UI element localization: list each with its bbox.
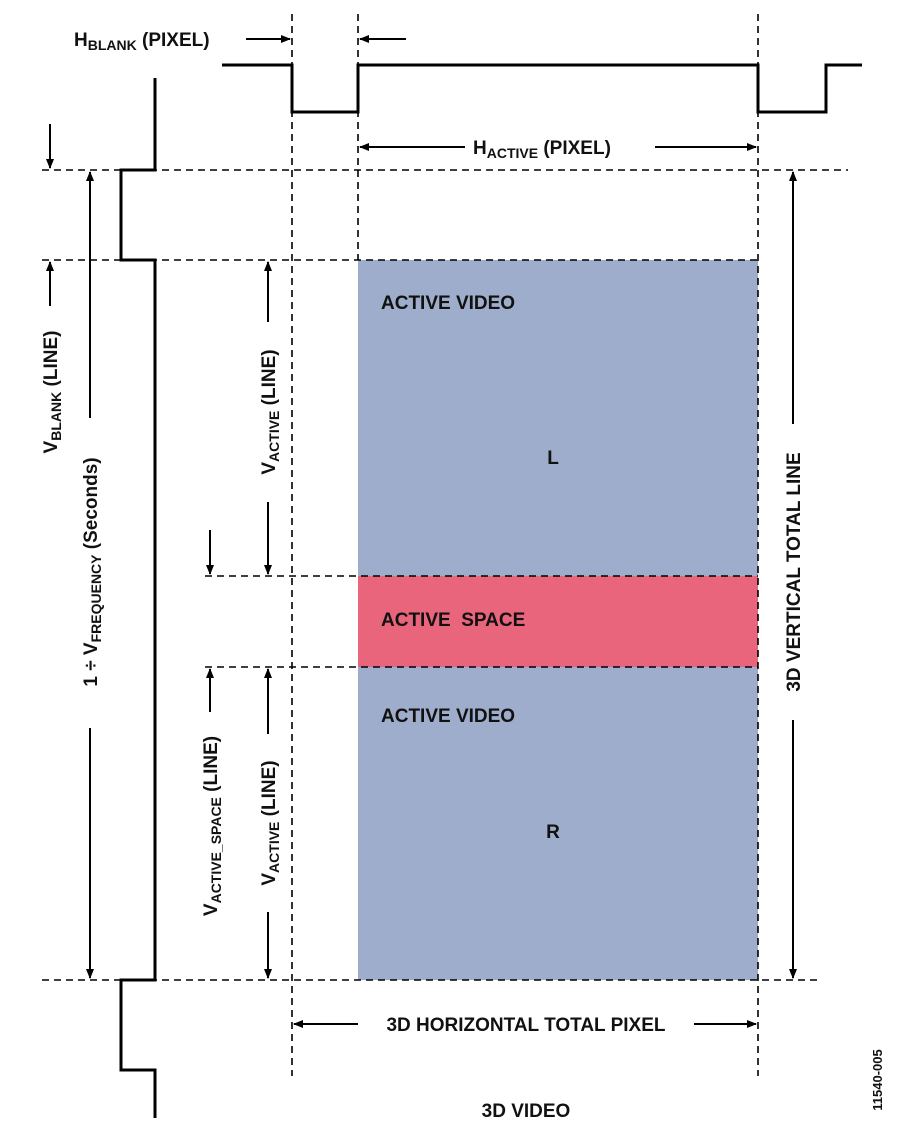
horizontal-total-label: 3D HORIZONTAL TOTAL PIXEL <box>386 1015 665 1036</box>
vertical-guide-lines <box>291 14 759 1076</box>
vertical-sync-waveform <box>119 78 157 1118</box>
horizontal-sync-waveform <box>222 63 862 114</box>
horizontal-guide-lines <box>42 169 848 981</box>
vertical-total-label: 3D VERTICAL TOTAL LINE <box>784 452 805 691</box>
right-eye-label: R <box>546 822 560 843</box>
dimension-arrows <box>46 35 797 1028</box>
active-video-bottom-region <box>358 667 758 980</box>
v-blank-label: VBLANK (LINE) <box>41 331 64 454</box>
active-video-bottom-title: ACTIVE VIDEO <box>381 706 515 727</box>
left-eye-label: L <box>547 448 559 469</box>
active-video-top-region <box>358 260 758 576</box>
active-space-region <box>358 576 758 667</box>
active-space-title: ACTIVE SPACE <box>381 610 525 631</box>
v-active-bottom-label: VACTIVE (LINE) <box>259 760 282 885</box>
h-blank-label: HBLANK (PIXEL) <box>74 30 210 53</box>
active-video-top-title: ACTIVE VIDEO <box>381 293 515 314</box>
diagram-caption: 3D VIDEO <box>482 1101 571 1122</box>
v-active-space-label: VACTIVE_SPACE (LINE) <box>201 736 224 916</box>
figure-id: 11540-005 <box>870 1049 885 1110</box>
v-active-top-label: VACTIVE (LINE) <box>259 349 282 474</box>
v-frequency-label: 1 ÷ VFREQUENCY (Seconds) <box>81 457 104 686</box>
h-active-label: HACTIVE (PIXEL) <box>473 138 611 161</box>
